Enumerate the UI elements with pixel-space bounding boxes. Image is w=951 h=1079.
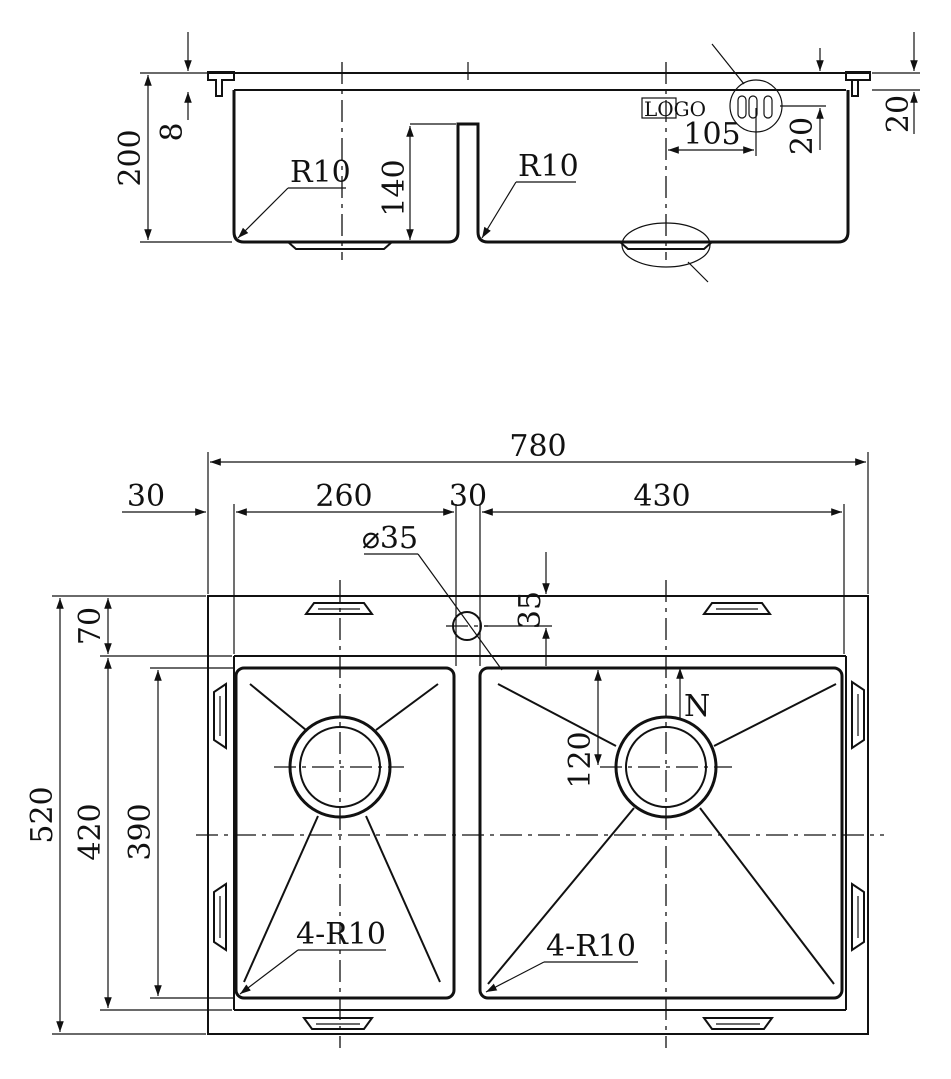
dim-divider-height-label: 140 (377, 159, 412, 216)
dim-right-bowl-width-label: 430 (633, 479, 690, 514)
left-bowl (234, 666, 456, 1000)
overflow-leader (711, 43, 745, 85)
drain-leader (687, 261, 709, 283)
mounting-clip-left-bottom (213, 882, 227, 952)
dim-tap-hole-label: ⌀35 (362, 521, 418, 556)
dim-rim-label: 8 (155, 122, 190, 141)
right-slope-line (699, 807, 835, 985)
dim-overall-depth-label: 520 (25, 786, 60, 843)
north-marker-label: N (684, 689, 710, 724)
outer-rim (207, 595, 869, 1035)
left-bowl-profile (232, 90, 850, 244)
dim-bowl-depth-label: 390 (123, 803, 158, 860)
mounting-clip-top-left (304, 602, 374, 615)
right-slope-line (713, 683, 837, 747)
dim-drain-offset-label: 120 (563, 731, 598, 788)
dim-radius-right-leader (481, 181, 517, 239)
left-slope-line (243, 815, 319, 983)
left-drain-bump (287, 241, 393, 250)
mounting-clip-top-right (702, 602, 772, 615)
dim-corner-left-leader (239, 949, 299, 995)
dim-inner-depth-label: 420 (73, 803, 108, 860)
mounting-clip-bottom-left (302, 1017, 374, 1030)
overflow-slot-3 (763, 95, 773, 119)
left-slope-line (365, 815, 441, 983)
overflow-slot-1 (737, 95, 747, 119)
right-slope-line (487, 807, 635, 985)
dim-radius-left-leader (237, 187, 289, 239)
dim-corner-right-leader (485, 961, 545, 993)
dim-left-bowl-width-label: 260 (315, 479, 372, 514)
overflow-slot-2 (748, 95, 758, 119)
dim-logo-offset-label: 105 (683, 117, 740, 152)
mounting-clip-left-top (213, 682, 227, 750)
dim-radius-right-label: R10 (518, 149, 579, 184)
rim-flange-right (845, 71, 871, 97)
left-slope-line (249, 683, 307, 731)
dim-tap-hole-leader (417, 553, 503, 671)
dim-tap-offset-label: 35 (513, 591, 548, 629)
logo-plate (641, 97, 677, 119)
dim-height-total-label: 200 (113, 129, 148, 186)
left-slope-line (375, 683, 439, 731)
dim-divider-width-label: 30 (449, 479, 487, 514)
dim-corner-left-label: 4-R10 (296, 917, 386, 952)
logo-text: LOGO (644, 97, 706, 121)
side-view: LOGO 200 8 140 R10 R10 105 (113, 32, 920, 283)
right-bowl (478, 666, 844, 1000)
dim-corner-right-label: 4-R10 (546, 929, 636, 964)
dim-overall-width-label: 780 (509, 429, 566, 464)
dim-right-edge-label: 20 (881, 95, 916, 133)
rim-flange-left (207, 71, 235, 97)
mounting-clip-bottom-right (702, 1017, 774, 1030)
dim-left-margin-label: 30 (127, 479, 165, 514)
right-drain-bump (619, 241, 713, 250)
dim-radius-left-label: R10 (290, 155, 351, 190)
mounting-clip-right-top (851, 680, 865, 750)
top-view: 780 30 260 30 430 ⌀35 35 520 70 420 390 (25, 429, 884, 1048)
dim-top-margin-label: 70 (73, 607, 108, 645)
mounting-clip-right-bottom (851, 882, 865, 952)
dim-logo-drop-label: 20 (785, 117, 820, 155)
